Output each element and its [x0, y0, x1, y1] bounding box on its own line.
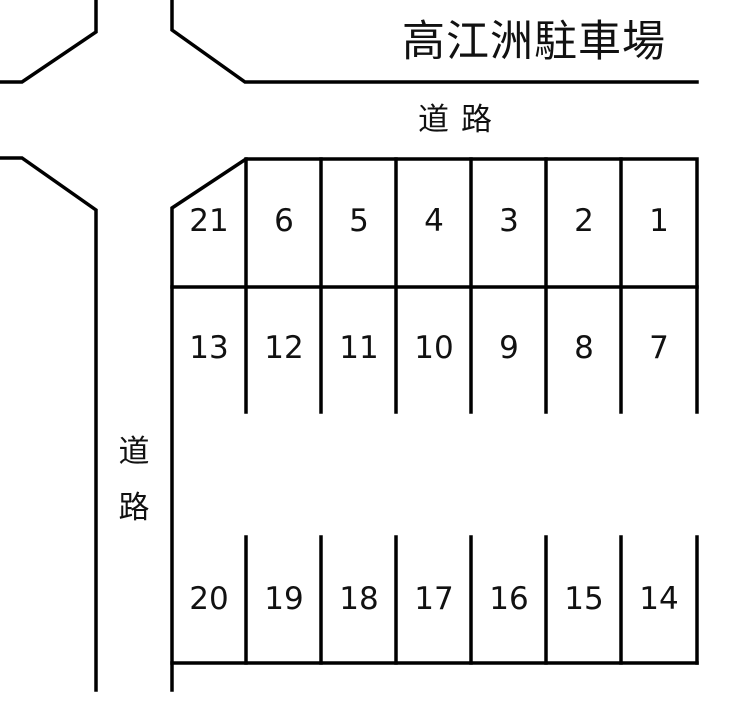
parking-space-7[interactable]: 7 — [649, 330, 669, 366]
parking-space-15[interactable]: 15 — [564, 581, 604, 617]
parking-space-5[interactable]: 5 — [349, 203, 369, 239]
road-edge-top-right — [170, 0, 699, 84]
road-label-top: 道路 — [418, 102, 504, 138]
road-edge-bottom-left — [0, 156, 98, 692]
road-label-side: 道 路 — [116, 424, 152, 536]
parking-space-2[interactable]: 2 — [574, 203, 594, 239]
parking-space-8[interactable]: 8 — [574, 330, 594, 366]
parking-space-17[interactable]: 17 — [414, 581, 454, 617]
road-label-side-char: 路 — [118, 490, 150, 526]
parking-space-11[interactable]: 11 — [339, 330, 379, 366]
parking-space-21[interactable]: 21 — [189, 203, 229, 239]
parking-space-16[interactable]: 16 — [489, 581, 529, 617]
road-label-side-char: 道 — [118, 434, 150, 470]
parking-space-20[interactable]: 20 — [189, 581, 229, 617]
parking-space-9[interactable]: 9 — [499, 330, 519, 366]
parking-space-12[interactable]: 12 — [264, 330, 304, 366]
parking-space-13[interactable]: 13 — [189, 330, 229, 366]
parking-space-1[interactable]: 1 — [649, 203, 669, 239]
parking-space-10[interactable]: 10 — [414, 330, 454, 366]
parking-space-18[interactable]: 18 — [339, 581, 379, 617]
parking-space-14[interactable]: 14 — [639, 581, 679, 617]
parking-space-6[interactable]: 6 — [274, 203, 294, 239]
parking-space-3[interactable]: 3 — [499, 203, 519, 239]
road-edge-top-left — [0, 0, 98, 84]
parking-space-19[interactable]: 19 — [264, 581, 304, 617]
page-title: 高江洲駐車場 — [402, 17, 666, 67]
parking-space-4[interactable]: 4 — [424, 203, 444, 239]
